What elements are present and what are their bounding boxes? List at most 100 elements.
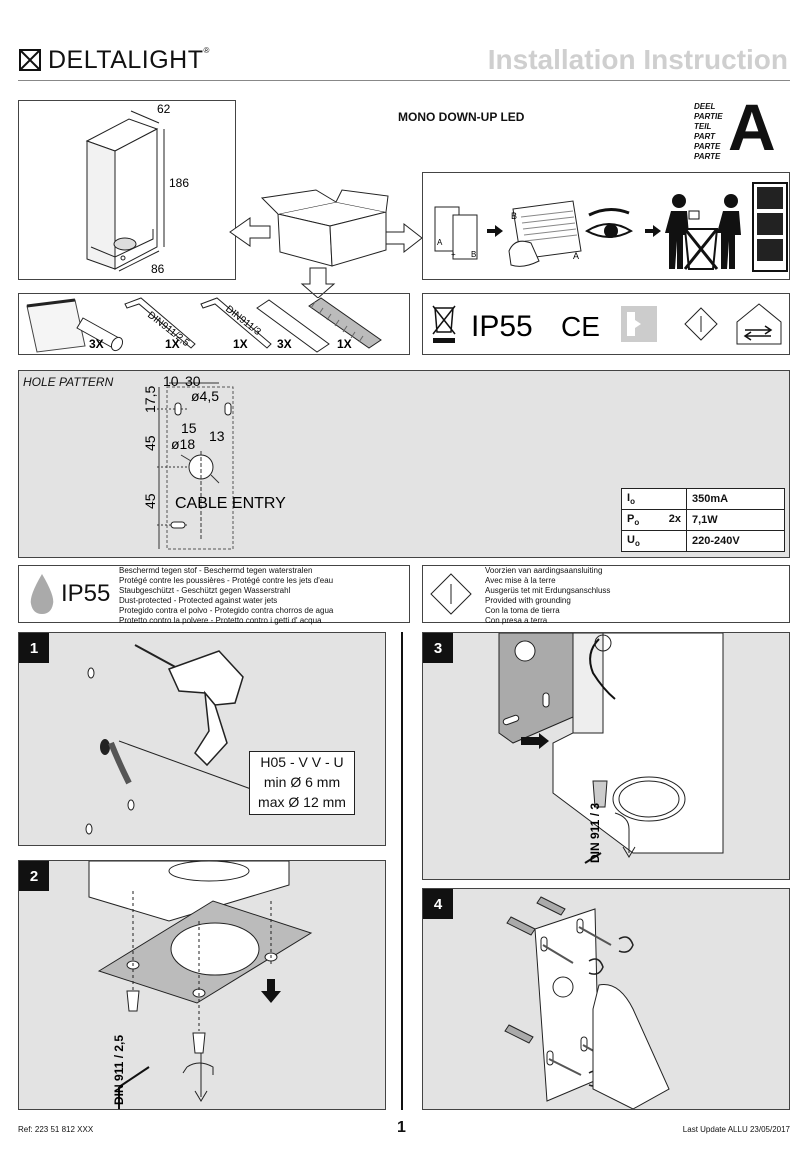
note-line: Dust-protected - Protected against water… <box>119 596 278 605</box>
note-line: Protegido contra el polvo - Protegido co… <box>119 606 334 615</box>
note-line: Avec mise à la terre <box>485 576 556 585</box>
spec-symbol: I <box>627 491 631 504</box>
arrow-right-icon <box>645 225 661 237</box>
spec-sub: o <box>630 497 635 507</box>
archive-shelf-icon <box>752 182 788 272</box>
page-number: 1 <box>397 1119 406 1136</box>
indoor-use-icon <box>736 303 782 345</box>
column-divider <box>401 632 403 1110</box>
content-qty: 1X <box>337 337 352 351</box>
spec-mult: 2x <box>668 512 681 525</box>
package-contents-panel: DIN911/2,5 DIN911/3 3X 1X 1X 3X 1X <box>18 293 410 355</box>
spec-value: 220-240V <box>686 530 785 552</box>
cable-spec-line: H05 - V V - U <box>260 754 344 770</box>
dim-label: ø4,5 <box>191 388 219 404</box>
dim-label: 10 <box>163 373 179 389</box>
part-letter: A <box>728 90 776 164</box>
dim-depth: 86 <box>151 262 165 276</box>
wall-plug-icon <box>504 1024 534 1044</box>
hex-key-icon <box>124 297 272 349</box>
spec-value: 7,1W <box>686 509 785 531</box>
step-4-drawing <box>504 896 670 1109</box>
class1-icon <box>621 306 657 342</box>
ip-rating-label: IP55 <box>61 580 111 607</box>
hole-pattern-title: HOLE PATTERN <box>23 375 114 389</box>
note-line: Ausgerüs tet mit Erdungsanschluss <box>485 586 611 595</box>
spec-sub: o <box>634 539 640 549</box>
step-4-panel: 4 <box>422 888 790 1110</box>
arrow-down-icon <box>261 979 281 1003</box>
step-2-panel: 2 DIN 911 / 2,5 <box>18 860 386 1110</box>
spec-row: Uo 220-240V <box>621 530 785 552</box>
slot-hole <box>224 402 232 416</box>
product-drawing: 62 186 86 <box>85 102 189 276</box>
dim-label: 45 <box>142 435 158 451</box>
footer-ref: Ref: 223 51 812 XXX <box>18 1125 94 1134</box>
slot-hole <box>174 402 182 416</box>
step-number: 3 <box>423 633 453 663</box>
package-contents-drawing: DIN911/2,5 DIN911/3 3X 1X 1X 3X 1X <box>26 297 382 353</box>
arrow-right-icon <box>521 733 549 749</box>
din-label: DIN 911 / 2,5 <box>112 1035 126 1105</box>
step-1-drawing <box>85 644 252 835</box>
header-divider <box>18 80 790 81</box>
part-label: DEEL <box>694 102 716 111</box>
step-3-panel: 3 DIN 911 / 3 <box>422 632 790 880</box>
ip-notes-panel: IP55 Beschermd tegen stof - Beschermd te… <box>18 565 410 625</box>
eyebrow <box>588 208 630 217</box>
unpack-instructions-panel: A + B B A <box>422 172 790 280</box>
din-label: DIN 911 / 3 <box>588 803 602 863</box>
dim-label: 13 <box>209 428 225 444</box>
part-label: TEIL <box>694 122 712 131</box>
grounding-notes-text: Voorzien van aardingsaansluiting Avec mi… <box>485 566 610 626</box>
dim-label: 17,5 <box>142 386 158 413</box>
cable-spec-line: max Ø 12 mm <box>258 794 346 810</box>
spec-symbol: P <box>627 512 635 525</box>
ip-rating: IP55 <box>471 310 533 343</box>
note-line: Voorzien van aardingsaansluiting <box>485 566 603 575</box>
slot-hole <box>170 521 186 529</box>
brand-mark: ® <box>203 46 210 55</box>
spec-value: 350mA <box>686 488 785 510</box>
dim-height: 186 <box>169 176 189 190</box>
unpack-box-drawing <box>229 189 422 298</box>
recycle-person-icon <box>665 194 741 270</box>
flex-tube-icon <box>308 297 382 349</box>
doc-type-title: Installation Instruction <box>487 44 788 75</box>
doc-a-label: A <box>573 251 579 261</box>
content-label: DIN911/3 <box>223 304 263 338</box>
screw-icon <box>592 780 608 808</box>
arrow-right-icon <box>487 225 503 237</box>
ce-mark: CE <box>561 311 600 342</box>
wall-plug-icon <box>506 916 536 936</box>
unpack-instructions-drawing: A + B B A <box>434 182 788 272</box>
note-line: Beschermd tegen stof - Beschermd tegen w… <box>119 566 313 575</box>
part-label: PARTIE <box>694 112 723 121</box>
hole-pattern-panel: HOLE PATTERN 10 30 17,5 ø4,5 15 13 45 ø1… <box>18 370 790 558</box>
step-number: 1 <box>19 633 49 663</box>
product-dimensions-panel: 62 186 86 <box>18 100 236 280</box>
content-qty: 3X <box>277 337 292 351</box>
dim-label: 45 <box>142 493 158 509</box>
note-line: Staubgeschützt - Geschützt gegen Wassers… <box>119 586 291 595</box>
grounding-icon <box>684 307 718 341</box>
step-3-drawing: DIN 911 / 3 <box>498 633 724 864</box>
footer-update: Last Update ALLU 23/05/2017 <box>682 1125 790 1134</box>
brand-name: DELTALIGHT <box>48 46 204 74</box>
content-qty: 1X <box>233 337 248 351</box>
dim-width: 62 <box>157 102 171 116</box>
dim-label: ø18 <box>171 436 195 452</box>
cable-spec-box: H05 - V V - U min Ø 6 mm max Ø 12 mm <box>249 751 355 815</box>
certification-drawing: IP55 CE <box>432 303 782 345</box>
note-line: Con presa a terra <box>485 616 548 625</box>
cable-spec-line: min Ø 6 mm <box>263 774 341 790</box>
grounding-icon <box>430 573 472 615</box>
note-line: Provided with grounding <box>485 596 571 605</box>
eye-icon <box>604 224 618 238</box>
wall-plug-icon <box>76 317 124 352</box>
spec-symbol: U <box>627 533 635 546</box>
step-2-drawing: DIN 911 / 2,5 <box>88 861 313 1109</box>
electrical-spec-table: Io 350mA Po 2x 7,1W Uo 220-240V <box>621 488 785 552</box>
sheet-b-label: B <box>471 250 476 259</box>
part-labels: DEEL PARTIE TEIL PART PARTE PARTE <box>694 102 723 162</box>
